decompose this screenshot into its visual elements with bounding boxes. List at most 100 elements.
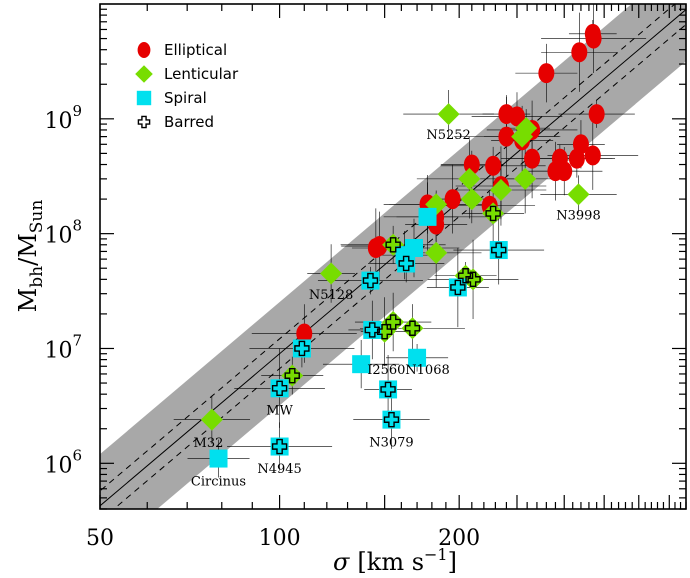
y-tick-label: 107 [44, 331, 82, 363]
x-axis-title: σ[km s−1] [333, 545, 457, 576]
barred-point [465, 271, 481, 288]
barred-point [284, 367, 300, 384]
elliptical-point [556, 161, 573, 182]
elliptical-point [524, 148, 541, 169]
lenticular-point [514, 167, 537, 190]
lenticular-point [511, 125, 534, 148]
legend-marker-spiral [136, 90, 152, 106]
x-axis-unit-close: ] [448, 548, 457, 576]
legend-marker-lenticular [135, 65, 153, 83]
point-annotation: N1068 [405, 363, 449, 378]
barred-point [364, 322, 380, 338]
point-annotation: N5252 [426, 128, 470, 143]
point-annotation: N3079 [369, 436, 413, 451]
barred-point [380, 381, 396, 398]
plot-frame [99, 3, 687, 510]
y-tick-base: 10 [44, 224, 72, 249]
point-annotation: N4945 [257, 462, 301, 477]
point-annotation: N3998 [556, 208, 600, 223]
y-tick-base: 10 [44, 338, 72, 363]
legend-label-elliptical: Elliptical [164, 41, 227, 59]
elliptical-point [571, 42, 588, 63]
marker-layer [200, 23, 605, 468]
lenticular-point [489, 178, 512, 201]
elliptical-point [498, 104, 515, 125]
spiral-point [352, 355, 371, 374]
barred-point [485, 205, 501, 222]
elliptical-point [584, 145, 601, 166]
y-tick-base: 10 [44, 453, 72, 478]
elliptical-point [588, 104, 605, 125]
barred-point [376, 324, 393, 340]
barred-point [383, 411, 400, 428]
y-tick-exp: 7 [72, 331, 82, 349]
x-axis-symbol: σ [333, 548, 350, 576]
elliptical-point [371, 236, 388, 257]
x-tick-label: 100 [259, 526, 301, 551]
spiral-point [292, 339, 311, 358]
legend-label-lenticular: Lenticular [164, 65, 239, 83]
lenticular-point [482, 202, 505, 225]
barred-point [271, 380, 288, 396]
lenticular-point [567, 183, 590, 206]
spiral-point [209, 449, 228, 468]
y-axis-title: Mbh/MSun [14, 200, 47, 313]
elliptical-point [538, 63, 555, 84]
barred-point [491, 242, 507, 258]
legend-marker-elliptical [137, 42, 151, 58]
lenticular-point [462, 268, 485, 291]
spiral-point [379, 380, 398, 399]
spiral-point [361, 271, 380, 290]
point-annotation: M32 [194, 436, 224, 451]
point-annotation: N5128 [309, 288, 353, 303]
y-tick-label: 108 [44, 217, 82, 249]
x-axis-unit-exp: −1 [424, 545, 448, 564]
axis-ticks [99, 4, 687, 510]
elliptical-point [485, 155, 502, 176]
y-axis-mass-sub: bh [27, 266, 47, 288]
y-tick-base: 10 [44, 109, 72, 134]
barred-point [271, 438, 288, 455]
legend-label-spiral: Spiral [164, 89, 207, 107]
point-annotation: I2560 [367, 363, 405, 378]
lenticular-point [437, 103, 460, 126]
elliptical-point [585, 28, 602, 49]
spiral-point [418, 207, 437, 226]
lenticular-point [458, 167, 481, 190]
lenticular-point [460, 188, 483, 211]
barred-point [457, 268, 474, 284]
x-tick-label: 50 [86, 526, 114, 551]
y-axis-sun-sub: Sun [27, 200, 47, 234]
x-axis-unit: [km s [357, 548, 424, 576]
lenticular-point [425, 241, 448, 264]
barred-point [404, 320, 421, 336]
spiral-point [363, 320, 382, 339]
elliptical-point [444, 189, 461, 210]
spiral-point [382, 410, 401, 429]
elliptical-point [568, 148, 585, 169]
y-tick-exp: 6 [72, 446, 82, 464]
lenticular-point [200, 408, 223, 431]
y-axis-slash: / [14, 257, 42, 266]
barred-point [398, 255, 414, 272]
lenticular-point [401, 317, 424, 340]
barred-point [362, 272, 379, 289]
legend-label-barred: Barred [164, 113, 214, 131]
y-axis-sun-mass: M [14, 233, 42, 258]
spiral-point [408, 348, 427, 367]
elliptical-point [296, 323, 313, 344]
x-tick-label: 200 [438, 526, 480, 551]
barred-point [450, 279, 466, 296]
barred-point [294, 340, 310, 357]
y-axis-mass: M [14, 288, 42, 313]
elliptical-point [498, 126, 515, 147]
barred-point [385, 314, 401, 330]
spiral-point [270, 379, 289, 398]
point-annotation: MW [266, 404, 293, 419]
spiral-point [489, 241, 508, 260]
spiral-point [397, 254, 416, 273]
point-annotation: Circinus [191, 475, 246, 490]
